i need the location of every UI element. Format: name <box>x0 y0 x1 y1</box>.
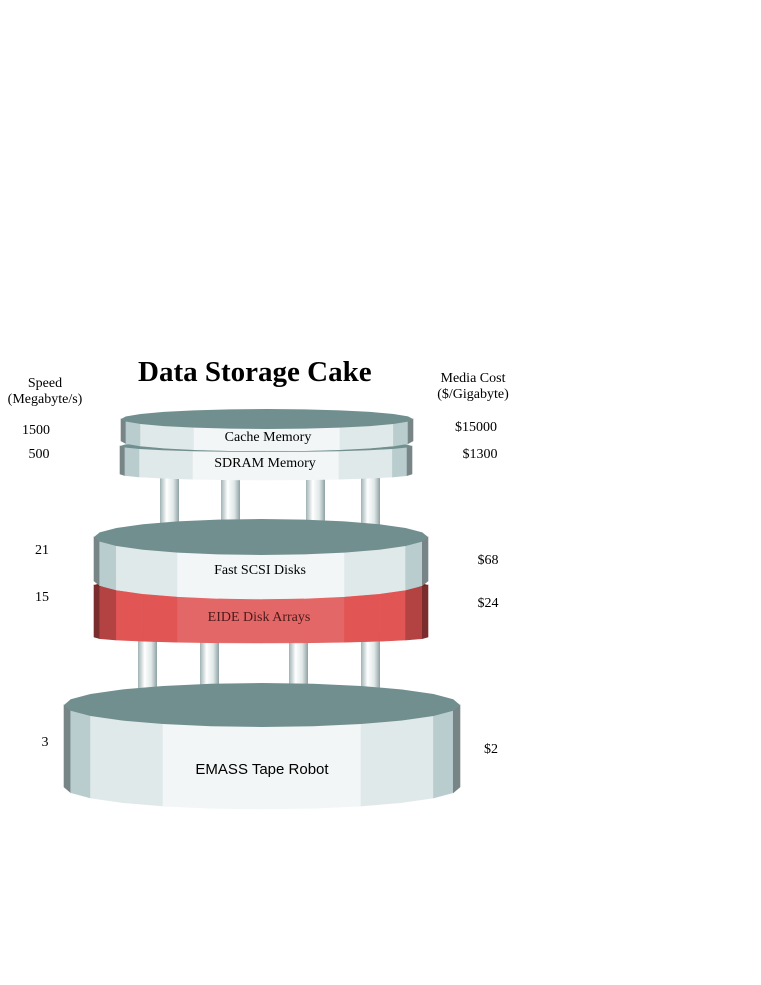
cost-scsi: $68 <box>477 553 499 568</box>
tier-label-cache: Cache Memory <box>224 430 312 445</box>
tier-label-sdram: SDRAM Memory <box>214 456 316 471</box>
cost-header-line1: Media Cost <box>440 371 506 386</box>
tier-2 <box>93 519 429 600</box>
speed-sdram: 500 <box>28 447 50 462</box>
speed-header-line1: Speed <box>27 376 63 391</box>
speed-tape: 3 <box>41 735 49 750</box>
tier-label-eide: EIDE Disk Arrays <box>207 610 311 625</box>
speed-header: Speed (Megabyte/s) <box>0 376 90 408</box>
speed-scsi: 21 <box>35 543 49 558</box>
cost-cache: $15000 <box>455 420 497 435</box>
speed-header-line2: (Megabyte/s) <box>7 392 83 407</box>
diagram-title: Data Storage Cake <box>138 356 372 388</box>
cost-header-line2: ($/Gigabyte) <box>437 387 509 402</box>
tier-label-tape: EMASS Tape Robot <box>195 761 329 778</box>
cost-sdram: $1300 <box>462 447 498 462</box>
tiers <box>63 409 461 810</box>
cost-header: Media Cost ($/Gigabyte) <box>428 371 518 403</box>
tier-4 <box>63 683 461 810</box>
tier-0 <box>120 409 414 452</box>
cost-tape: $2 <box>484 742 498 757</box>
speed-cache: 1500 <box>22 423 50 438</box>
tier-label-scsi: Fast SCSI Disks <box>214 563 306 578</box>
cost-eide: $24 <box>477 596 499 611</box>
speed-eide: 15 <box>35 590 49 605</box>
